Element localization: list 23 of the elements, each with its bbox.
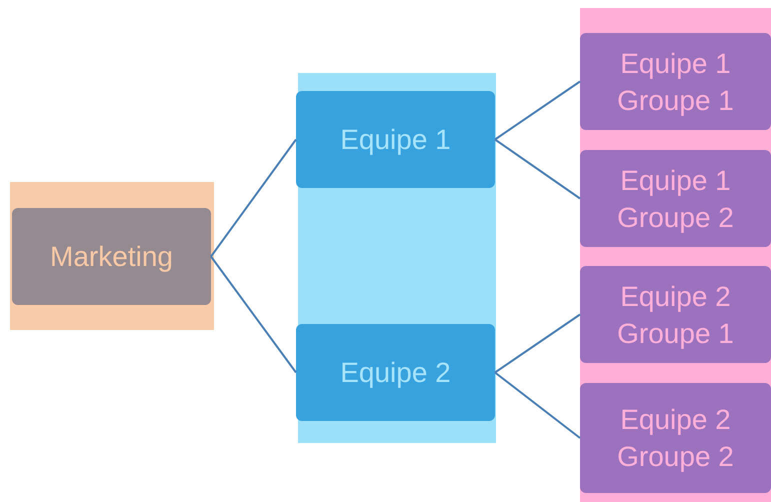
group-band bbox=[10, 182, 214, 330]
subgroup-box bbox=[580, 383, 771, 493]
node-label: Equipe 2 Groupe 2 bbox=[616, 403, 735, 474]
subgroup-box bbox=[580, 150, 771, 247]
group-band bbox=[298, 73, 496, 443]
team-box bbox=[296, 324, 495, 421]
node-label: Marketing bbox=[49, 240, 174, 274]
connector-line bbox=[494, 314, 581, 374]
connector-line bbox=[494, 80, 581, 140]
subgroup-box bbox=[580, 266, 771, 363]
connector-line bbox=[210, 256, 297, 374]
node-label: Equipe 1 bbox=[339, 123, 452, 157]
subgroup-box bbox=[580, 33, 771, 130]
connector-line bbox=[494, 372, 581, 439]
connector-line bbox=[210, 138, 297, 258]
node-label: Equipe 1 Groupe 1 bbox=[616, 46, 735, 118]
node-label: Equipe 1 Groupe 2 bbox=[616, 164, 735, 235]
team-box bbox=[296, 91, 495, 188]
department-box bbox=[12, 208, 211, 305]
node-label: Equipe 2 Groupe 1 bbox=[616, 280, 735, 351]
connector-line bbox=[494, 138, 581, 200]
group-band bbox=[580, 8, 771, 502]
node-label: Equipe 2 bbox=[339, 356, 452, 390]
